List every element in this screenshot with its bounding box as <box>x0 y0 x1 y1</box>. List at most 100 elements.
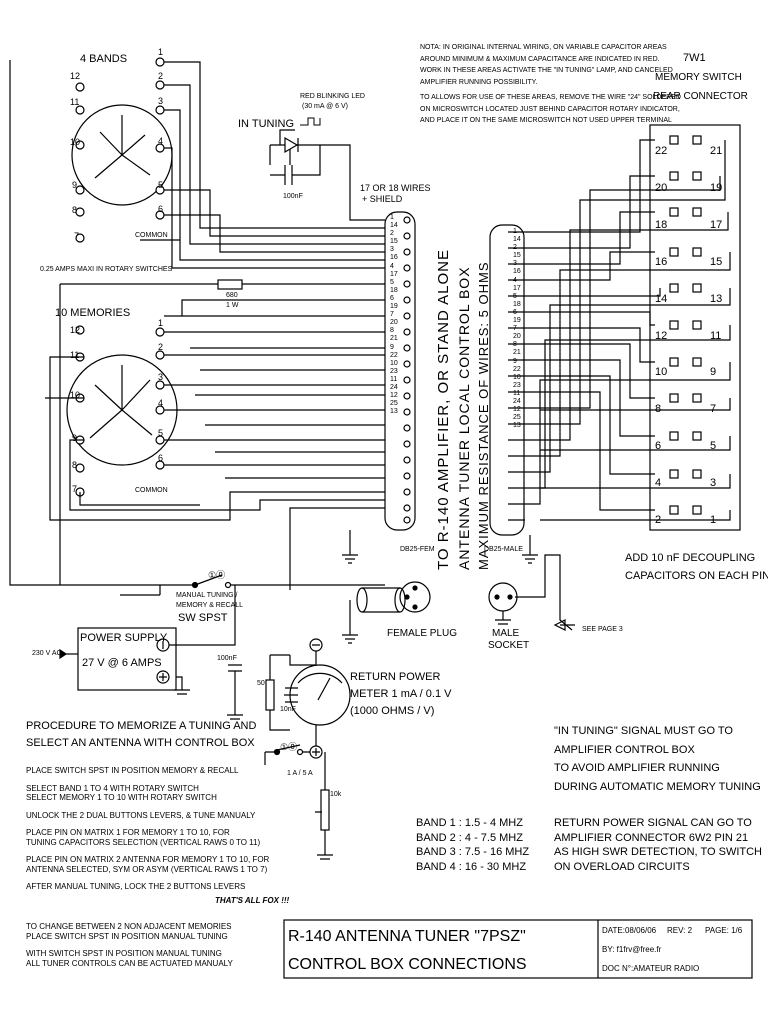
memories-pin-left: 9 <box>72 433 78 443</box>
title-block-title-2: CONTROL BOX CONNECTIONS <box>288 956 527 973</box>
power-supply-box <box>77 627 177 691</box>
band-item: BAND 3 : 7.5 - 16 MHZ <box>416 846 530 858</box>
bands-pin-left: 9 <box>72 180 78 190</box>
db25-fem-pin: 25 <box>390 400 398 408</box>
procedure-step: AFTER MANUAL TUNING, LOCK THE 2 BUTTONS … <box>26 882 246 891</box>
db25-male-pin: 16 <box>513 268 521 276</box>
7w1-pin-label: 12 <box>655 329 668 342</box>
bands-pin-left: 10 <box>70 137 81 147</box>
memories-pin-left: 10 <box>70 390 81 400</box>
in-tuning-note-line: TO AVOID AMPLIFIER RUNNING <box>554 762 720 774</box>
manual-switch-name: SW SPST <box>178 612 228 624</box>
bands-pin-right: 1 <box>158 47 164 57</box>
thats-all-label: THAT'S ALL FOX !!! <box>215 896 290 905</box>
male-socket-label-2: SOCKET <box>488 640 530 651</box>
db25-fem-pin: 14 <box>390 222 398 230</box>
7w1-pin-label: 19 <box>710 181 723 194</box>
header-note-line: AND PLACE IT ON THE SAME MICROSWITCH NOT… <box>420 117 672 124</box>
db25-fem-pin: 1 <box>390 214 394 221</box>
in-tuning-label: IN TUNING <box>238 118 295 130</box>
7w1-pin-label: 4 <box>655 477 662 490</box>
db25-male-body <box>489 224 525 536</box>
db25-fem-pin: 18 <box>390 286 398 294</box>
db25-fem-pin: 22 <box>390 351 398 359</box>
decoupling-note-1: ADD 10 nF DECOUPLING <box>625 552 756 564</box>
vertical-title: TO R-140 AMPLIFIER, OR STAND ALONE ANTEN… <box>434 249 494 570</box>
header-note-line: WORK IN THESE AREAS ACTIVATE THE "IN TUN… <box>420 67 673 74</box>
db25-fem-pins <box>403 216 411 524</box>
7w1-pins-right: 21 19 17 15 13 11 9 7 5 3 1 <box>710 133 722 539</box>
db25-fem-pin: 6 <box>390 294 394 302</box>
7w1-pin-label: 11 <box>710 329 722 342</box>
bands-common-label: COMMON <box>135 232 168 239</box>
procedure-step: SELECT BAND 1 TO 4 WITH ROTARY SWITCH <box>26 783 199 793</box>
procedure-step: PLACE PIN ON MATRIX 1 FOR MEMORY 1 TO 10… <box>26 828 230 837</box>
female-plug-body <box>399 581 431 613</box>
manual-switch-label-2: MEMORY & RECALL <box>176 602 244 609</box>
db25-fem-pin: 16 <box>390 254 398 262</box>
db25-male-pin: 25 <box>513 414 521 422</box>
procedure-extra-line: WITH SWITCH SPST IN POSITION MANUAL TUNI… <box>26 949 222 958</box>
resistor-value: 680 <box>226 292 238 299</box>
power-supply-rating: 27 V @ 6 AMPS <box>82 657 162 669</box>
header-note-line: TO ALLOWS FOR USE OF THESE AREAS, REMOVE… <box>420 94 681 101</box>
bands-pin-left: 11 <box>70 97 80 107</box>
db25-fem-pin: 20 <box>390 319 398 327</box>
procedure-step: TUNING CAPACITORS SELECTION (VERTICAL RA… <box>26 837 261 847</box>
manual-switch-label-1: MANUAL TUNING / <box>176 592 238 599</box>
memories-common-label: COMMON <box>135 487 168 494</box>
procedure-step: PLACE PIN ON MATRIX 2 ANTENNA FOR MEMORY… <box>26 855 270 864</box>
7w1-pin-label: 21 <box>710 145 723 157</box>
male-socket-body <box>488 582 518 612</box>
wires-label-2: + SHIELD <box>362 194 403 204</box>
7w1-pin-label: 13 <box>710 292 723 305</box>
header-note-line: AMPLIFIER RUNNING POSSIBILITY. <box>420 78 538 86</box>
db25-male-pin: 10 <box>513 373 521 381</box>
bands-pin-left: 12 <box>70 71 81 81</box>
title-block-frame <box>283 919 753 979</box>
procedure-title-2: SELECT AN ANTENNA WITH CONTROL BOX <box>26 737 255 749</box>
decoupling-note-2: CAPACITORS ON EACH PIN <box>625 570 768 582</box>
procedure-extra: TO CHANGE BETWEEN 2 NON ADJACENT MEMORIE… <box>26 922 233 968</box>
in-tuning-note-line: "IN TUNING" SIGNAL MUST GO TO <box>554 725 733 737</box>
db25-fem-pin: 24 <box>390 383 398 391</box>
return-meter-body <box>289 664 351 726</box>
db25-fem-pin: 12 <box>390 392 398 400</box>
power-supply-ac: 230 V AC <box>32 650 62 657</box>
male-socket-label-1: MALE <box>492 628 520 639</box>
bands-pin-right: 6 <box>158 204 164 214</box>
db25-male-pin: 6 <box>513 308 517 316</box>
see-page-label: SEE PAGE 3 <box>582 626 623 633</box>
db25-male-pin: 8 <box>513 341 517 349</box>
db25-fem-pin: 17 <box>390 270 398 278</box>
fuse-label: 1 A / 5 A <box>287 770 313 777</box>
female-plug-label: FEMALE PLUG <box>387 628 458 639</box>
rotary-current-note: 0.25 AMPS MAXI IN ROTARY SWITCHES <box>40 266 173 273</box>
7w1-pin-label: 17 <box>710 218 723 231</box>
return-note-line: ON OVERLOAD CIRCUITS <box>554 860 690 873</box>
db25-male-pin: 22 <box>513 365 521 373</box>
db25-fem-label: DB25-FEM <box>400 546 435 553</box>
db25-male-pin: 5 <box>513 292 517 300</box>
memories-pin-left: 8 <box>72 460 78 470</box>
power-supply-title: POWER SUPPLY <box>80 632 168 644</box>
db25-male-pin: 7 <box>513 325 517 333</box>
band-list: BAND 1 : 1.5 - 4 MHZ BAND 2 : 4 - 7.5 MH… <box>416 816 529 874</box>
db25-fem-pin: 3 <box>390 246 394 254</box>
procedure-step: ANTENNA SELECTED, SYM OR ASYM (VERTICAL … <box>26 864 268 874</box>
memories-pin-right: 3 <box>158 372 164 382</box>
band-item: BAND 1 : 1.5 - 4 MHZ <box>416 817 523 829</box>
db25-male-pin: 17 <box>513 284 521 292</box>
db25-male-pin: 19 <box>513 317 521 325</box>
db25-male-pin: 18 <box>513 300 521 308</box>
db25-fem-pin: 11 <box>390 375 398 383</box>
7w1-pin-label: 9 <box>710 366 717 379</box>
7w1-box <box>649 124 741 531</box>
return-meter-line3: (1000 OHMS / V) <box>350 705 435 717</box>
procedure-steps: PLACE SWITCH SPST IN POSITION MEMORY & R… <box>26 766 269 892</box>
memories-pin-left: 7 <box>72 484 78 494</box>
db25-male-pins <box>508 231 525 521</box>
procedure-step: UNLOCK THE 2 DUAL BUTTONS LEVERS, & TUNE… <box>26 810 256 820</box>
db25-fem-pin: 8 <box>390 327 394 335</box>
